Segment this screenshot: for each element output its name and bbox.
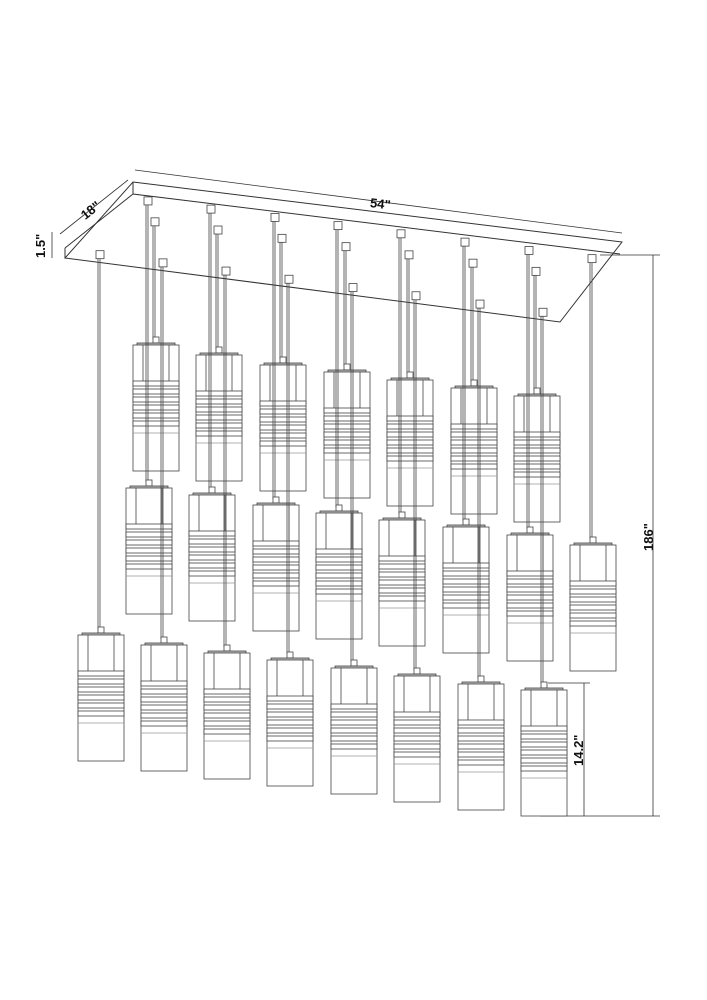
pendant: [378, 229, 426, 647]
pendant: [569, 254, 617, 672]
mount-icon: [348, 283, 358, 292]
pendant: [188, 204, 236, 622]
pendant: [457, 299, 505, 811]
pendant: [506, 246, 554, 662]
mount-icon: [396, 229, 406, 239]
mount-icon: [587, 254, 597, 264]
mount-icon: [221, 266, 231, 276]
pendant: [386, 250, 434, 507]
mount-icon: [270, 213, 280, 222]
pendant: [259, 233, 307, 492]
pendant: [520, 307, 568, 817]
pendant: [442, 237, 490, 654]
mount-icon: [206, 204, 216, 214]
mount-icon: [143, 196, 153, 206]
mount-icon: [150, 217, 160, 227]
mount-icon: [333, 221, 343, 231]
pendant: [203, 266, 251, 780]
pendants: [77, 196, 617, 817]
canopy: [63, 181, 623, 323]
mount-icon: [468, 258, 478, 268]
pendant: [77, 250, 125, 762]
mount-icon: [538, 307, 548, 317]
pendant: [393, 291, 441, 803]
mount-icon: [460, 237, 470, 247]
mount-icon: [411, 291, 421, 301]
pendant: [125, 196, 173, 615]
pendant: [315, 221, 363, 640]
mount-icon: [213, 225, 223, 235]
mount-icon: [531, 266, 541, 276]
overall-height-label: 186": [641, 523, 656, 551]
mount-icon: [158, 258, 168, 268]
pendant: [195, 225, 243, 482]
pendant: [323, 242, 371, 499]
mount-icon: [277, 233, 287, 243]
pendant: [132, 217, 180, 472]
mount-icon: [475, 299, 485, 309]
pendant: [330, 283, 378, 795]
mount-icon: [284, 274, 294, 284]
pendant: [266, 274, 314, 787]
pendant: [513, 266, 561, 523]
pendant: [450, 258, 498, 515]
pendant-height-label: 14.2": [571, 735, 586, 766]
pendant: [140, 258, 188, 772]
mount-icon: [341, 242, 351, 252]
mount-icon: [95, 250, 105, 260]
mount-icon: [404, 250, 414, 260]
canopy-height-label: 1.5": [33, 234, 48, 258]
length-label: 54": [369, 195, 391, 212]
mount-icon: [524, 246, 534, 255]
